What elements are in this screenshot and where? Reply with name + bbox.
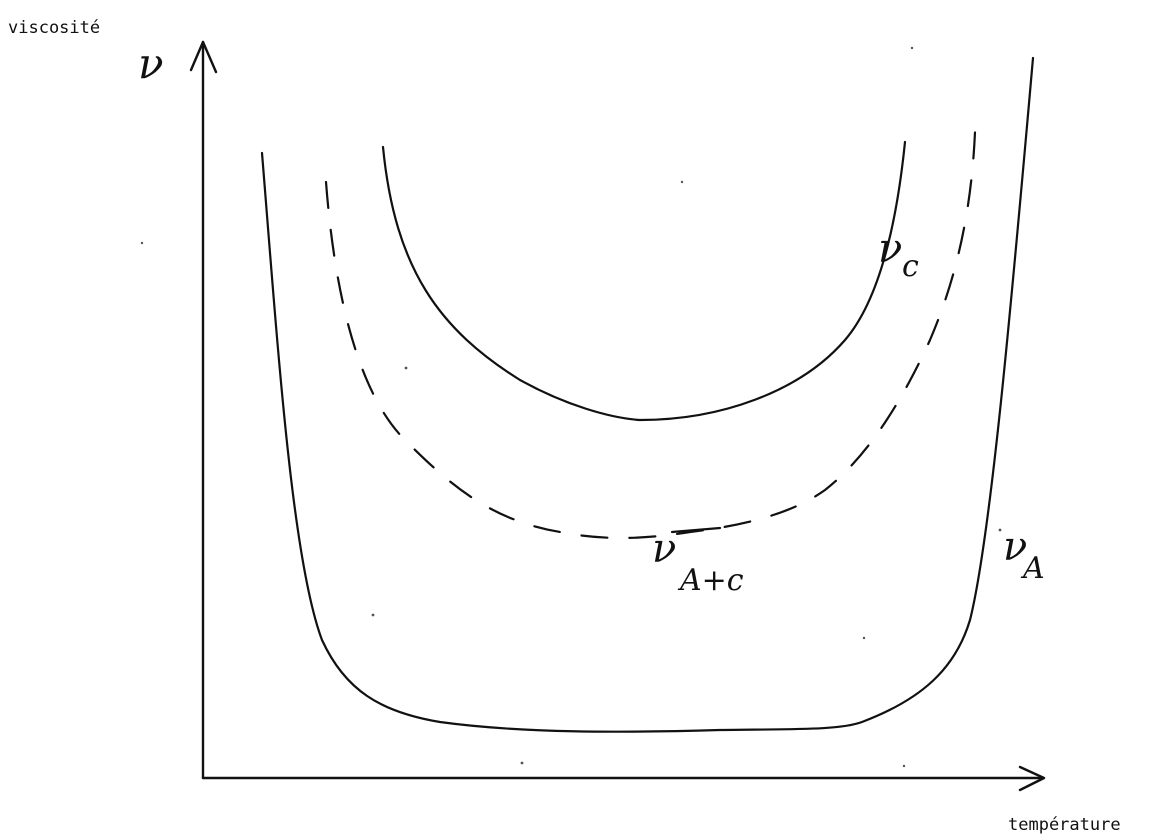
y-axis-arrowhead [189,40,218,74]
x-axis-arrowhead [1018,765,1046,792]
curve-nu-c [381,140,907,422]
svg-text:A: A [1020,551,1045,586]
curve-nu-a-plus-c [324,130,977,540]
x-axis-label: température [1008,815,1121,835]
scan-specks [140,46,1002,768]
label-nu-a-plus-c: ν A+c [652,526,744,598]
y-axis-label: viscosité [8,18,100,38]
label-nu-c: ν c [878,226,919,284]
label-nu-a: ν A [1003,524,1045,586]
svg-text:c: c [902,249,919,284]
curve-nu-a [260,56,1035,733]
svg-text:ν: ν [652,526,676,572]
svg-text:A+c: A+c [677,563,744,598]
svg-text:ν: ν [1003,524,1027,570]
y-axis-symbol: ν [138,39,164,88]
svg-text:ν: ν [878,226,902,272]
label-nu-a-plus-c-overline [670,526,722,534]
